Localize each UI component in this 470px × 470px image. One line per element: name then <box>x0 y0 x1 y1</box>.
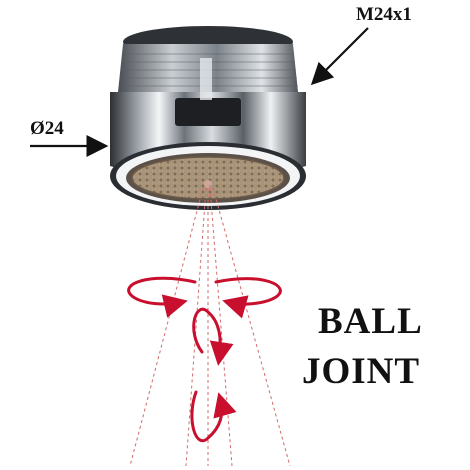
rotation-arrow-lower <box>190 390 237 443</box>
thread-pointer-arrow <box>310 27 369 86</box>
mesh-center <box>204 180 212 188</box>
title-line-2: JOINT <box>302 351 421 392</box>
rotation-arrow-right <box>214 277 282 319</box>
rotation-arrow-icon <box>127 276 282 443</box>
rotation-arrow-upper <box>192 307 234 366</box>
body-highlight <box>200 58 212 100</box>
title-line-1: BALL <box>318 301 423 342</box>
body-slot <box>175 98 241 126</box>
aerator-illustration <box>110 26 306 210</box>
rotation-arrow-left <box>127 276 197 318</box>
diameter-label: Ø24 <box>30 118 64 139</box>
spray-lines <box>129 187 291 467</box>
aerator-mesh <box>132 157 284 199</box>
thread-size-label: M24x1 <box>356 4 412 25</box>
